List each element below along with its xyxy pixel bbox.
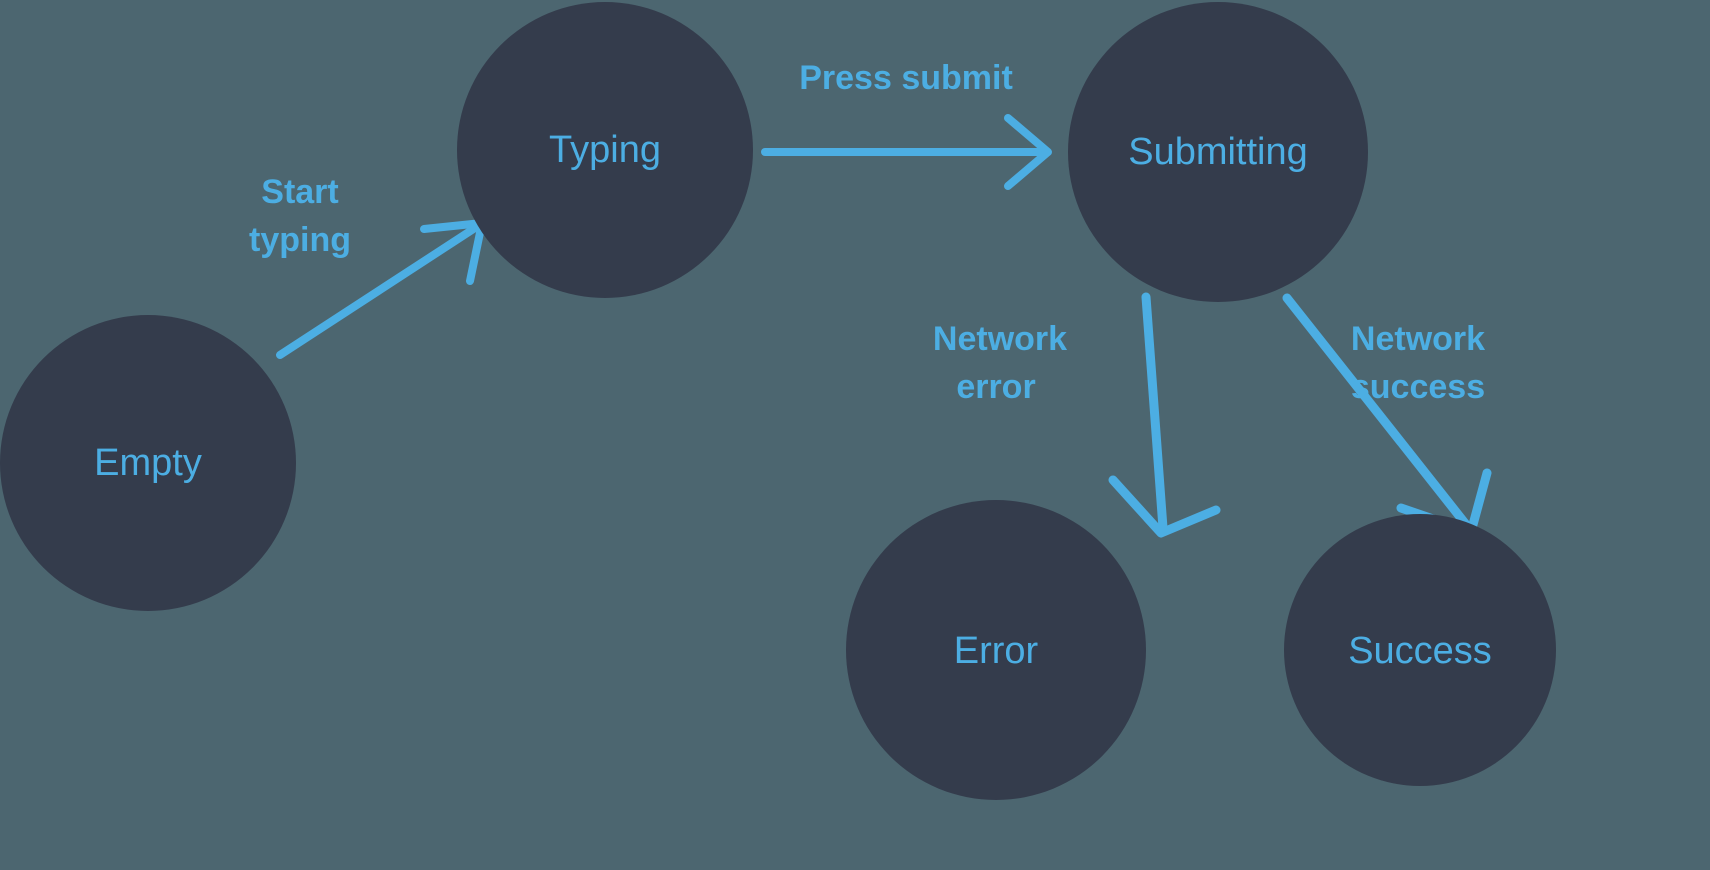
state-error-circle xyxy=(846,500,1146,800)
state-empty-circle xyxy=(0,315,296,611)
network-error-arrow-shaft xyxy=(1141,292,1168,533)
state-typing-circle xyxy=(457,2,753,298)
state-node-error[interactable]: Error xyxy=(846,500,1146,800)
state-empty-label: Empty xyxy=(94,442,202,484)
transition-network-error[interactable] xyxy=(1108,292,1221,538)
state-success-label: Success xyxy=(1348,630,1492,672)
start-typing-label-line1: Start xyxy=(261,173,338,211)
state-node-typing[interactable]: Typing xyxy=(457,2,753,298)
start-typing-label-line2: typing xyxy=(249,221,351,259)
transition-label-network-error: Network error xyxy=(933,320,1067,406)
state-submitting-circle xyxy=(1068,2,1368,302)
press-submit-arrow-head xyxy=(1004,114,1052,190)
network-error-arrow-head xyxy=(1108,475,1221,538)
press-submit-label-line1: Press submit xyxy=(799,59,1013,97)
network-success-label-line2: success xyxy=(1351,368,1485,406)
state-submitting-label: Submitting xyxy=(1128,131,1308,173)
network-error-label-line1: Network xyxy=(933,320,1067,358)
state-node-success[interactable]: Success xyxy=(1284,514,1556,786)
state-success-circle xyxy=(1284,514,1556,786)
state-node-submitting[interactable]: Submitting xyxy=(1068,2,1368,302)
state-error-label: Error xyxy=(954,630,1039,672)
state-typing-label: Typing xyxy=(549,129,661,171)
state-node-empty[interactable]: Empty xyxy=(0,315,296,611)
network-success-arrow-shaft xyxy=(1282,293,1473,532)
transition-label-network-success: Network success xyxy=(1351,320,1485,406)
start-typing-arrow-shaft xyxy=(276,222,482,359)
transition-label-press-submit: Press submit xyxy=(799,59,1013,97)
transition-press-submit[interactable] xyxy=(761,114,1052,190)
transition-label-start-typing: Start typing xyxy=(249,173,351,259)
network-success-label-line1: Network xyxy=(1351,320,1485,358)
network-error-label-line2: error xyxy=(956,368,1035,406)
